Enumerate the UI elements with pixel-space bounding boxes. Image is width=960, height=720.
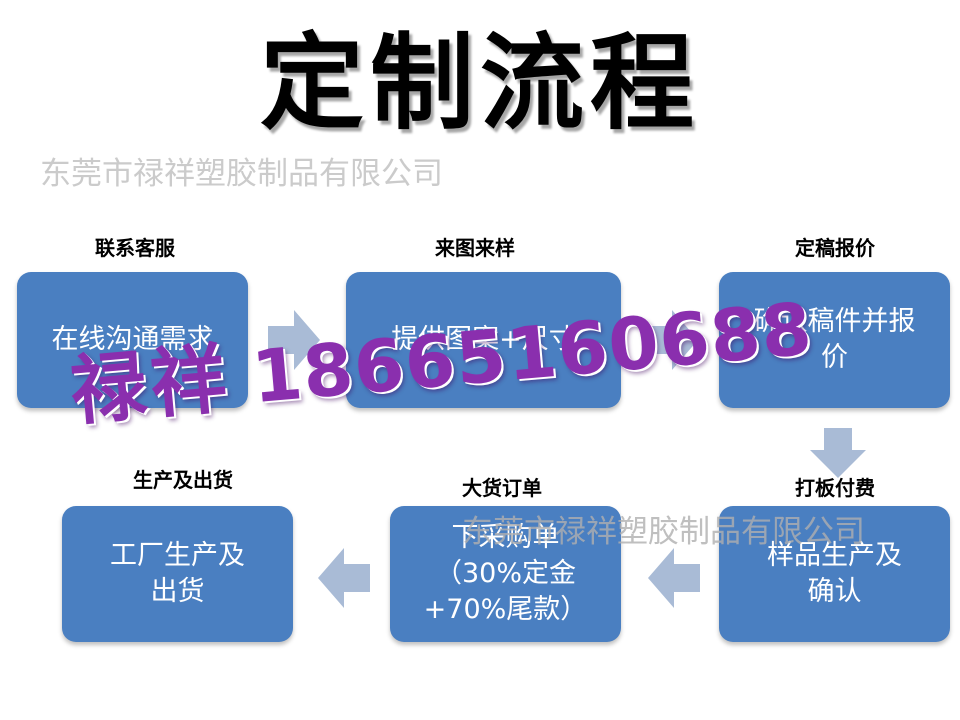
step-3-box: 确认稿件并报 价	[719, 272, 950, 408]
arrow-right-icon	[646, 310, 698, 370]
step-4-box: 样品生产及 确认	[719, 506, 950, 642]
arrow-right-icon	[268, 310, 320, 370]
step-1-label: 联系客服	[95, 236, 175, 260]
step-6-label: 生产及出货	[133, 468, 233, 492]
arrow-left-icon	[318, 548, 370, 608]
step-3-label: 定稿报价	[795, 236, 875, 260]
step-6-text: 工厂生产及 出货	[110, 540, 245, 607]
step-2-box: 提供图案+尺寸	[346, 272, 621, 408]
arrow-left-icon	[648, 548, 700, 608]
contact-name: 禄祥	[66, 333, 235, 437]
step-4-text: 样品生产及 确认	[767, 540, 902, 607]
step-3-text: 确认稿件并报 价	[753, 306, 916, 373]
step-5-box: 下采购单 （30%定金 +70%尾款）	[390, 506, 621, 642]
step-5-text: 下采购单 （30%定金 +70%尾款）	[423, 522, 588, 625]
step-2-text: 提供图案+尺寸	[391, 324, 576, 355]
step-4-label: 打板付费	[795, 476, 875, 500]
page-title: 定制流程	[259, 22, 700, 144]
step-6-box: 工厂生产及 出货	[62, 506, 293, 642]
step-1-text: 在线沟通需求	[51, 324, 214, 355]
step-5-label: 大货订单	[462, 476, 542, 500]
company-watermark-bottom: 东莞市禄祥塑胶制品有限公司	[462, 514, 865, 550]
company-watermark-top: 东莞市禄祥塑胶制品有限公司	[40, 156, 443, 192]
step-1-box: 在线沟通需求	[17, 272, 248, 408]
arrow-down-icon	[810, 428, 866, 478]
step-2-label: 来图来样	[435, 236, 515, 260]
